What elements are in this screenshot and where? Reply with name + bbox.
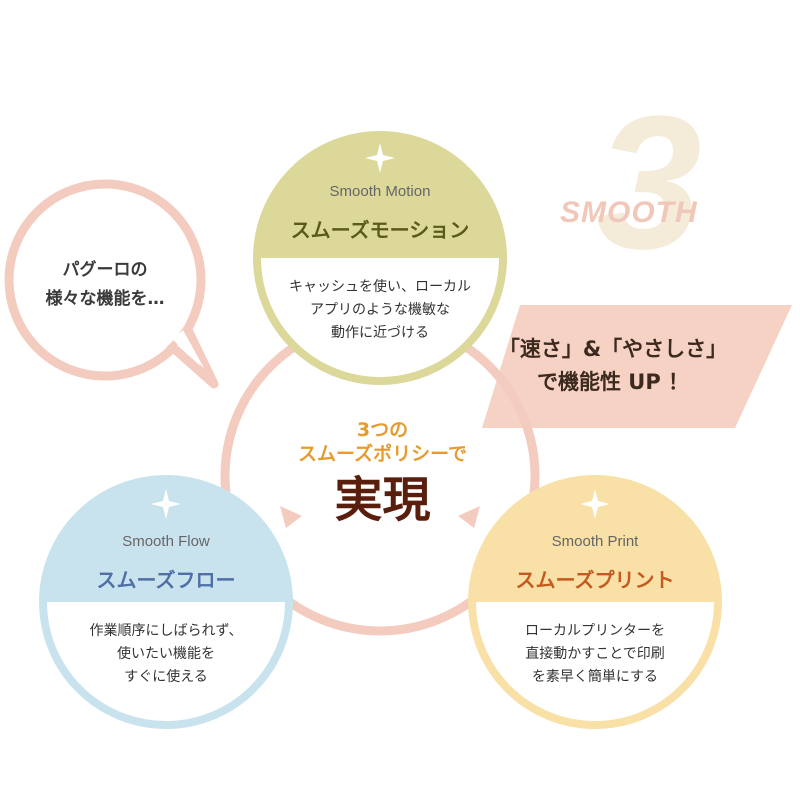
- callout-line: 「速さ」&「やさしさ」: [498, 337, 728, 361]
- flow-description: 作業順序にしばられず、 使いたい機能を すぐに使える: [46, 620, 286, 689]
- motion-desc-line: アプリのような機敏な: [310, 302, 450, 318]
- motion-desc-line: キャッシュを使い、ローカル: [289, 279, 471, 295]
- print-description: ローカルプリンターを 直接動かすことで印刷 を素早く簡単にする: [475, 620, 715, 689]
- badge-number: 3: [596, 77, 702, 289]
- center-subtitle: 3つの スムーズポリシーで: [250, 418, 515, 466]
- flow-desc-line: 作業順序にしばられず、: [89, 623, 243, 639]
- flow-desc-line: すぐに使える: [124, 669, 208, 685]
- print-jp-title: スムーズプリント: [515, 568, 675, 592]
- print-desc-line: を素早く簡単にする: [531, 669, 659, 685]
- sparkle-icon: [365, 143, 395, 173]
- speech-bubble-text: パグーロの 様々な機能を…: [30, 256, 180, 314]
- sparkle-icon: [151, 489, 181, 519]
- speech-line: パグーロの: [62, 260, 148, 280]
- print-en-title: Smooth Print: [551, 533, 639, 550]
- center-subtitle-line: スムーズポリシーで: [298, 443, 467, 465]
- flow-jp-title: スムーズフロー: [96, 568, 236, 592]
- motion-en-title: Smooth Motion: [329, 183, 431, 200]
- sparkle-icon: [580, 489, 610, 519]
- speech-bubble: [4, 179, 219, 389]
- badge-word: SMOOTH: [560, 196, 698, 229]
- callout-line: で機能性 UP ！: [536, 370, 690, 394]
- motion-jp-title: スムーズモーション: [290, 218, 470, 242]
- callout-ribbon: [482, 305, 792, 428]
- flow-en-title: Smooth Flow: [122, 533, 210, 550]
- motion-description: キャッシュを使い、ローカル アプリのような機敏な 動作に近づける: [260, 276, 500, 345]
- print-desc-line: ローカルプリンターを: [525, 623, 665, 639]
- callout-text: 「速さ」&「やさしさ」 で機能性 UP ！: [488, 333, 738, 399]
- center-subtitle-line: 3つの: [356, 419, 409, 441]
- speech-line: 様々な機能を…: [45, 289, 165, 309]
- flow-desc-line: 使いたい機能を: [117, 646, 215, 662]
- motion-desc-line: 動作に近づける: [331, 325, 429, 341]
- print-desc-line: 直接動かすことで印刷: [525, 646, 665, 662]
- center-title: 実現: [334, 472, 431, 528]
